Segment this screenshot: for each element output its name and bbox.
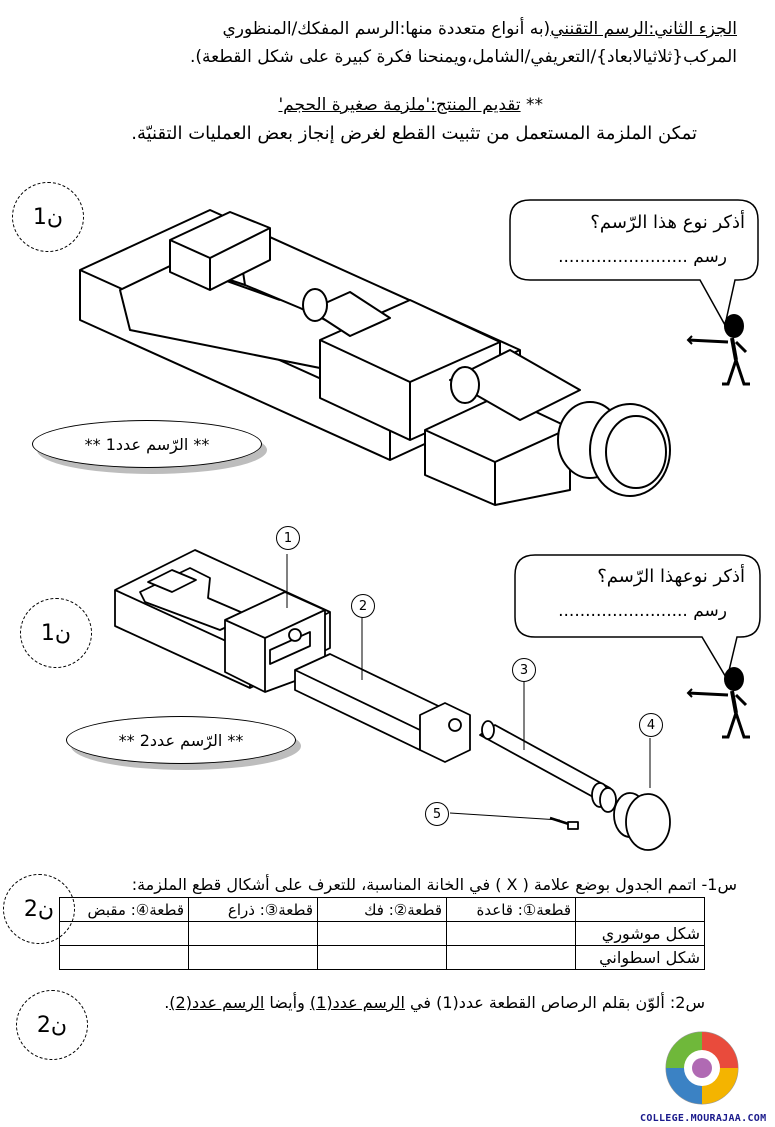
product-heading: ** تقديم المنتج:'ملزمة صغيرة الحجم' [278, 94, 543, 116]
table-header-cell: قطعة③: ذراع [188, 897, 318, 922]
vise-exploded-drawing [114, 549, 671, 851]
table-header-cell: قطعة①: قاعدة [446, 897, 576, 922]
answer-cell[interactable] [446, 921, 576, 946]
points-marker-q2: 2ن [16, 990, 88, 1060]
callout-part-5: 5 [425, 802, 449, 826]
q2-middle: وأيضا [264, 993, 310, 1012]
speech-bubble-2 [514, 554, 761, 681]
table-header-cell: قطعة②: فك [317, 897, 447, 922]
table-header-cell [575, 897, 705, 922]
product-title: تقديم المنتج:'ملزمة صغيرة الحجم' [278, 95, 521, 115]
question-drawing-2: أذكر نوعهذا الرّسم؟ [597, 566, 745, 587]
callout-part-3: 3 [512, 658, 536, 682]
answer-cell[interactable] [188, 921, 318, 946]
answer-cell[interactable] [188, 945, 318, 970]
points-marker-drawing-2: 1ن [20, 598, 92, 668]
shapes-table: قطعة①: قاعدة قطعة②: فك قطعة③: ذراع قطعة④… [59, 897, 705, 970]
question-2-text: س2: ألوّن بقلم الرصاص القطعة عدد(1) في ا… [164, 992, 705, 1014]
callout-part-1: 1 [276, 526, 300, 550]
table-row: شكل اسطواني [59, 945, 705, 970]
answer-cell[interactable] [317, 945, 447, 970]
q2-ref-drawing-1: الرسم عدد(1) [309, 993, 405, 1012]
intro-line-2: المركب{ثلاثيالابعاد}/التعريفي/الشامل،ويم… [190, 47, 737, 67]
points-marker-drawing-1: 1ن [12, 182, 84, 252]
question-drawing-1: أذكر نوع هذا الرّسم؟ [590, 212, 745, 233]
site-url[interactable]: COLLEGE.MOURAJAA.COM [640, 1113, 767, 1124]
table-header-cell: قطعة④: مقبض [59, 897, 189, 922]
q2-suffix: . [164, 993, 170, 1012]
table-header-row: قطعة①: قاعدة قطعة②: فك قطعة③: ذراع قطعة④… [59, 897, 705, 922]
q2-prefix: س2: ألوّن بقلم الرصاص القطعة عدد(1) في [404, 993, 705, 1012]
row-label: شكل موشوري [575, 921, 705, 946]
callout-part-4: 4 [639, 713, 663, 737]
answer-cell[interactable] [59, 921, 189, 946]
answer-cell[interactable] [446, 945, 576, 970]
q2-ref-drawing-2: الرسم عدد(2) [169, 993, 265, 1012]
answer-line-drawing-2[interactable]: رسم ........................ [558, 601, 727, 621]
drawing-1-label: ** الرّسم عدد1 ** [32, 420, 262, 468]
part-title: الجزء الثاني:الرسم التقنني [550, 19, 737, 39]
product-description: تمكن الملزمة المستعمل من تثبيت القطع لغر… [131, 123, 697, 144]
callout-part-2: 2 [351, 594, 375, 618]
intro-line-1-rest: (به أنواع متعددة منها:الرسم المفكك/المنظ… [222, 19, 551, 39]
vise-assembled-drawing [79, 209, 671, 506]
pointing-figure-icon [686, 667, 750, 739]
question-1-text: س1- اتمم الجدول بوضع علامة ( X ) في الخا… [131, 875, 737, 894]
speech-bubble-1 [509, 199, 759, 328]
drawing-2-label: ** الرّسم عدد2 ** [66, 716, 296, 764]
answer-cell[interactable] [59, 945, 189, 970]
table-row: شكل موشوري [59, 921, 705, 946]
answer-cell[interactable] [317, 921, 447, 946]
answer-line-drawing-1[interactable]: رسم ........................ [558, 247, 727, 267]
product-stars: ** [520, 95, 543, 115]
row-label: شكل اسطواني [575, 945, 705, 970]
site-logo [665, 1031, 739, 1105]
pointing-figure-icon [686, 314, 750, 386]
intro-line-1: الجزء الثاني:الرسم التقنني(به أنواع متعد… [222, 18, 737, 40]
